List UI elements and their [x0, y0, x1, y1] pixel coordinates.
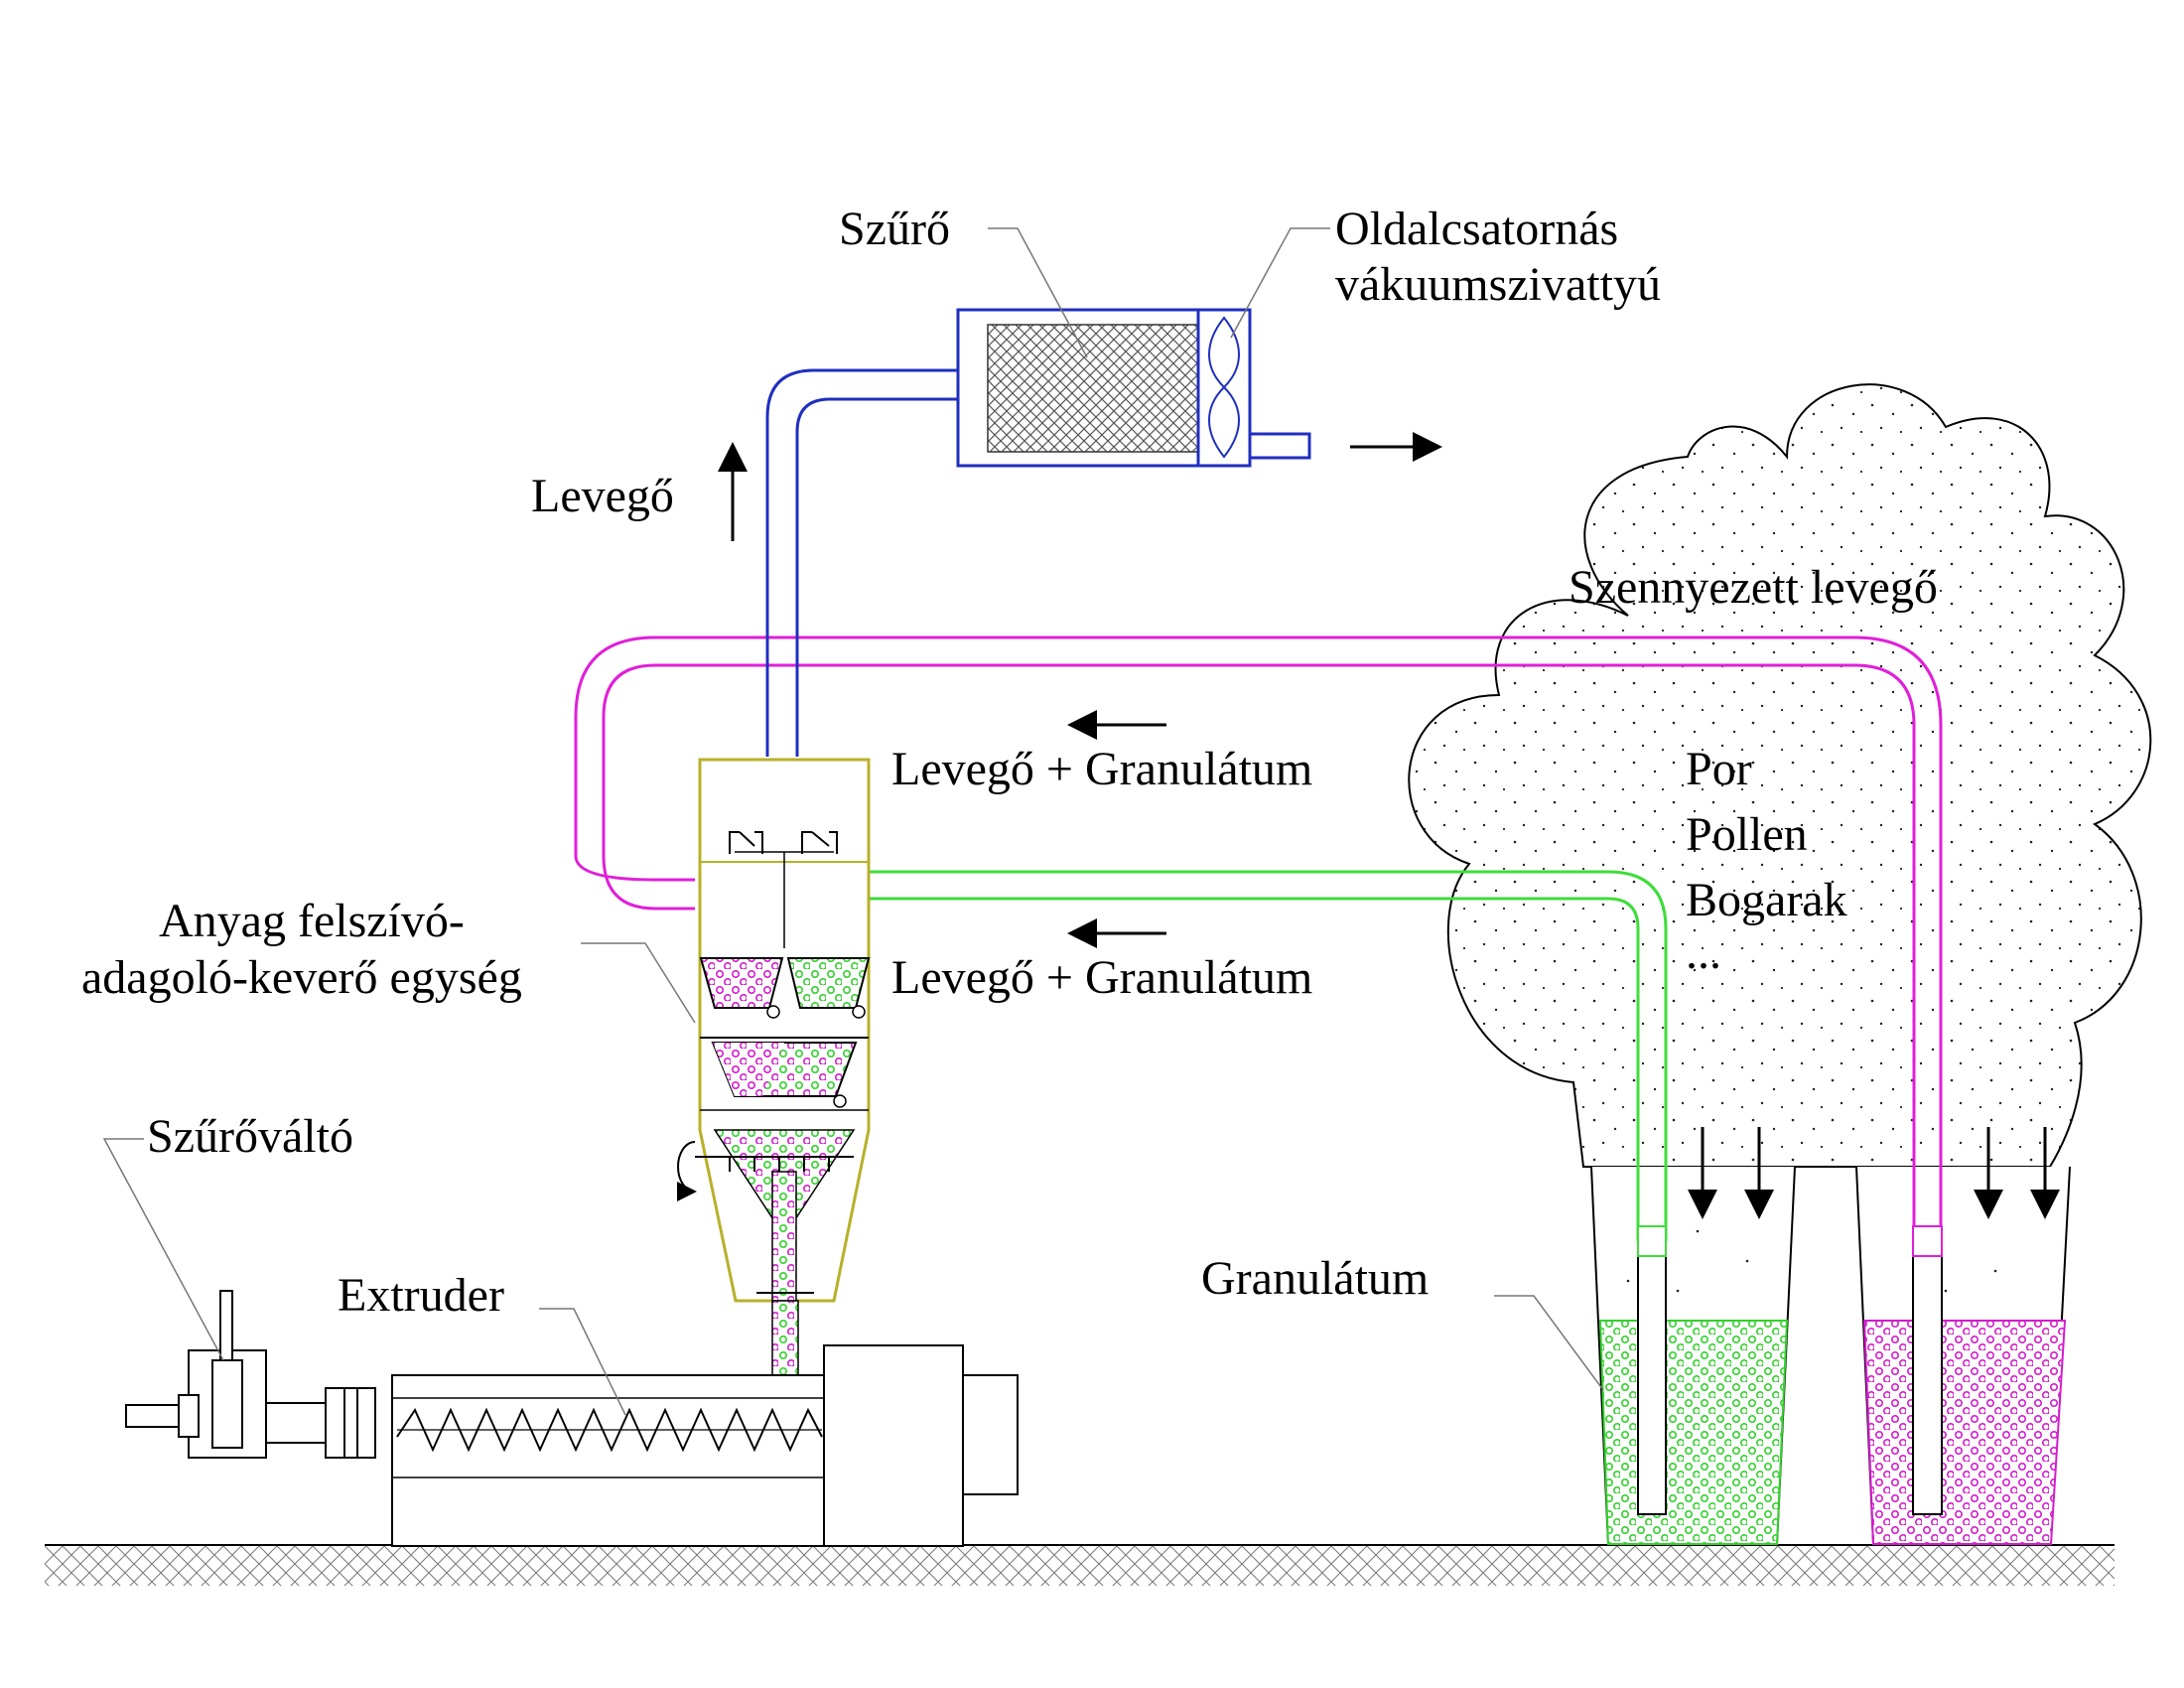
vacuum-line: [765, 368, 958, 757]
filter-label: Szűrő: [839, 203, 950, 255]
screen-changer: [125, 1290, 267, 1459]
unit-label-line1: Anyag felszívó-: [159, 895, 465, 947]
screen-changer-label: Szűrőváltó: [147, 1110, 353, 1163]
cloud-item-pollen: Pollen: [1686, 808, 1808, 861]
granulate-label: Granulátum: [1201, 1252, 1429, 1305]
green-granulate-bin: [1590, 1166, 1796, 1545]
magenta-conveying-line: [602, 663, 1916, 1241]
air-granulate-label-top: Levegő + Granulátum: [891, 743, 1312, 795]
leader-lines: [102, 227, 1604, 1416]
magenta-granulate-bin: [1855, 1166, 2071, 1545]
ground-hatch: [45, 1544, 2115, 1586]
pump-label-line1: Oldalcsatornás: [1335, 203, 1618, 255]
green-conveying-line: [864, 897, 1640, 1241]
polluted-air-cloud: [1408, 383, 2152, 1168]
green-suction-probe: [1637, 1225, 1667, 1515]
extruder: [265, 1344, 1019, 1547]
extruder-screw: [396, 1407, 823, 1453]
cloud-item-dust: Por: [1686, 743, 1752, 795]
extruder-label: Extruder: [338, 1269, 504, 1322]
cloud-item-bugs: Bogarak: [1686, 874, 1847, 926]
air-up-label: Levegő: [531, 470, 674, 522]
loading-mixing-unit: [676, 758, 871, 1376]
air-granulate-label-bottom: Levegő + Granulátum: [891, 951, 1312, 1004]
vacuum-pump: [1196, 308, 1311, 468]
unit-label-line2: adagoló-keverő egység: [81, 951, 522, 1004]
polluted-air-label: Szennyezett levegő: [1569, 561, 1938, 614]
filter-unit: [956, 308, 1200, 468]
magenta-suction-probe: [1912, 1225, 1943, 1515]
cloud-item-ellipsis: ...: [1686, 926, 1721, 979]
pump-label-line2: vákuumszivattyú: [1335, 258, 1661, 311]
rotation-arrow-icon: [676, 1141, 697, 1201]
